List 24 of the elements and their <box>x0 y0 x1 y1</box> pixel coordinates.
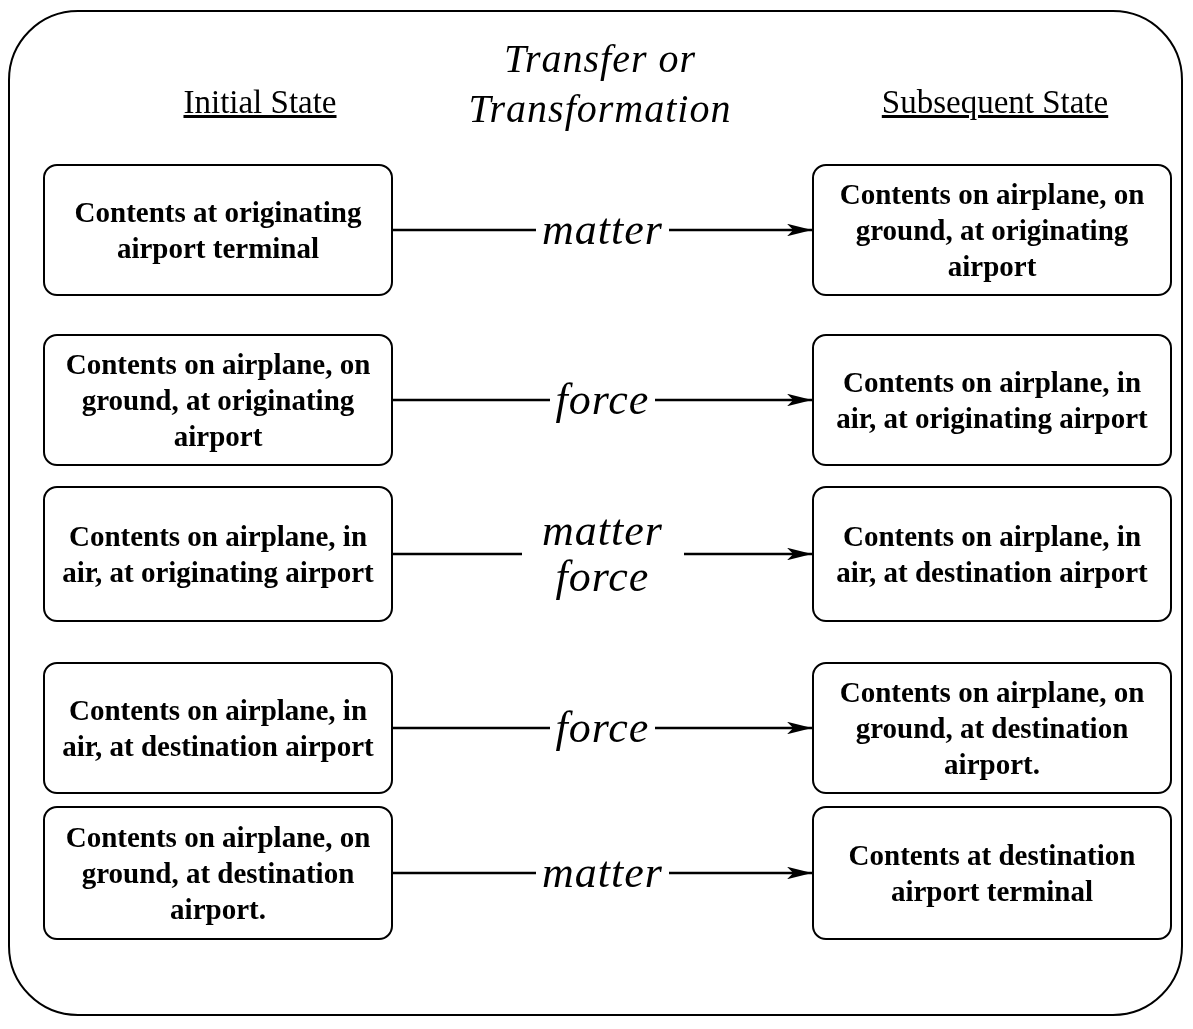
state-text: Contents at destination airport terminal <box>847 838 1137 909</box>
state-box <box>812 806 1172 940</box>
state-text: Contents on airplane, in air, at originating airport <box>61 519 375 590</box>
state-box <box>43 486 393 622</box>
state-box <box>43 806 393 940</box>
state-box <box>43 164 393 296</box>
state-text: Contents on airplane, on ground, at destination airport. <box>838 675 1146 782</box>
state-text: Contents on airplane, on ground, at originating airport <box>64 347 372 454</box>
state-text: Contents on airplane, on ground, at destination airport. <box>64 820 372 927</box>
state-box <box>812 334 1172 466</box>
state-text: Contents on airplane, in air, at destination airport <box>835 519 1149 590</box>
state-box <box>43 334 393 466</box>
state-text: Contents at originating airport terminal <box>73 195 363 266</box>
state-text: Contents on airplane, in air, at originating airport <box>835 365 1149 436</box>
state-box <box>43 662 393 794</box>
column-heading: Transfer or Transformation <box>467 35 733 133</box>
state-text: Contents on airplane, in air, at destination airport <box>61 693 375 764</box>
state-box <box>812 486 1172 622</box>
state-box <box>812 164 1172 296</box>
state-box <box>812 662 1172 794</box>
state-text: Contents on airplane, on ground, at originating airport <box>838 177 1146 284</box>
column-heading: Subsequent State <box>880 84 1110 121</box>
frame-border <box>8 10 1183 1016</box>
column-heading: Initial State <box>182 84 338 121</box>
